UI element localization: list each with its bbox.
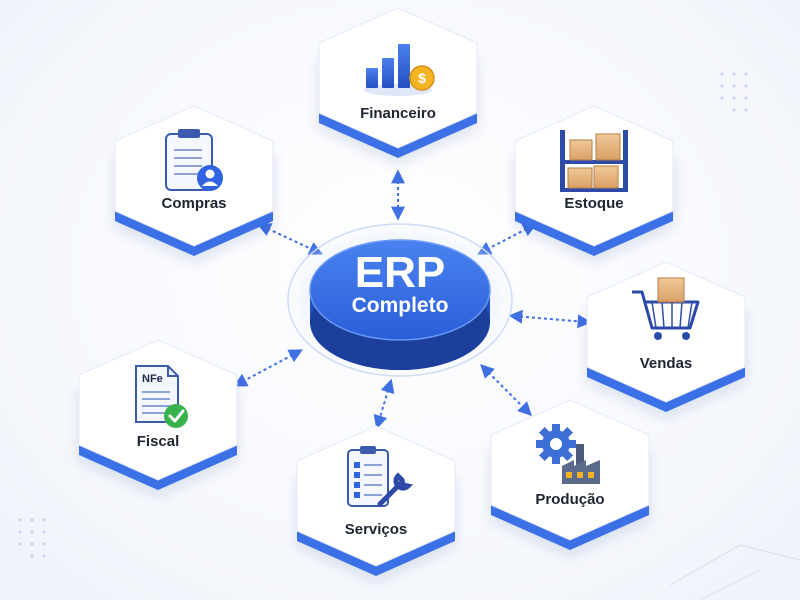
module-label-servicos: Serviços	[345, 521, 408, 538]
connector-lines	[233, 169, 592, 430]
module-label-financeiro: Financeiro	[360, 105, 436, 122]
nfe-document-check-icon: NFe	[135, 365, 188, 428]
hub-ring	[287, 223, 513, 377]
decor-dots-left	[18, 518, 46, 558]
module-label-estoque: Estoque	[564, 195, 623, 212]
warehouse-shelf-boxes-icon	[560, 130, 628, 192]
module-card-financeiro[interactable]: $ Financeiro	[318, 7, 478, 158]
nfe-badge-text: NFe	[142, 373, 163, 385]
module-card-compras[interactable]: Compras	[114, 105, 274, 256]
module-label-fiscal: Fiscal	[137, 433, 180, 450]
connector-arrow	[480, 364, 532, 416]
decor-lines-bottom-right	[669, 544, 800, 600]
hub-subtitle: Completo	[352, 294, 449, 317]
module-card-vendas[interactable]: Vendas	[586, 261, 746, 412]
erp-hub: ERP Completo	[309, 239, 491, 370]
module-card-producao[interactable]: Produção	[490, 399, 650, 550]
connector-arrow	[508, 309, 592, 329]
module-label-producao: Produção	[535, 491, 604, 508]
module-label-compras: Compras	[161, 195, 226, 212]
module-card-servicos[interactable]: Serviços	[296, 425, 456, 576]
card-face	[586, 261, 746, 403]
gear-factory-icon	[536, 424, 600, 484]
clipboard-user-icon	[165, 129, 223, 191]
connector-arrow	[233, 349, 303, 387]
module-card-estoque[interactable]: Estoque	[514, 105, 674, 256]
module-label-vendas: Vendas	[640, 355, 693, 372]
checklist-wrench-icon	[347, 446, 414, 507]
decor-dots-right	[720, 72, 748, 112]
hub-title: ERP	[355, 248, 445, 297]
shopping-cart-icon	[632, 277, 700, 340]
connector-arrow	[256, 223, 324, 255]
connector-arrow	[373, 378, 395, 430]
svg-text:$: $	[418, 70, 426, 86]
bar-chart-coin-icon: $	[364, 44, 435, 96]
